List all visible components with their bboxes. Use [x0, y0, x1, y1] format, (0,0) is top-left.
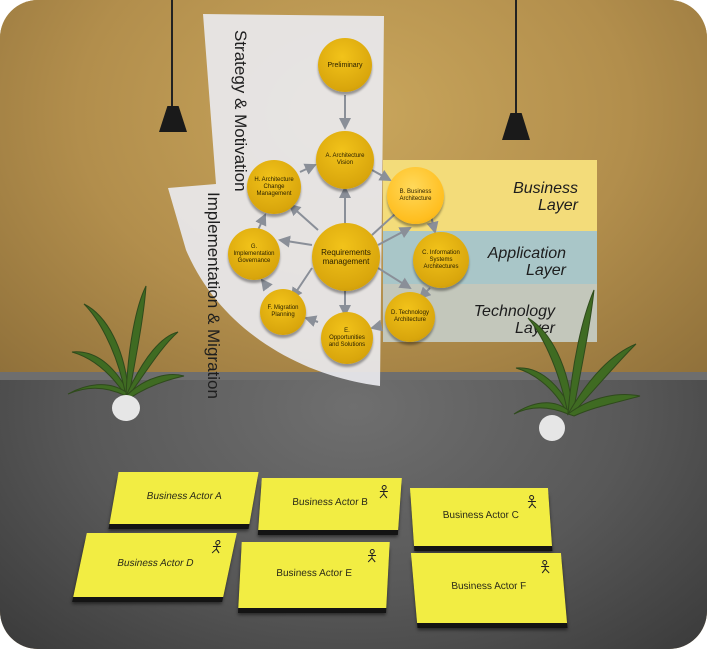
- business-actor-e-card[interactable]: Business Actor E: [238, 542, 390, 608]
- phase-a-architecture-vision[interactable]: A. Architecture Vision: [316, 131, 374, 189]
- requirements-management-node[interactable]: Requirements management: [312, 223, 380, 291]
- phase-f-migration-planning[interactable]: F. Migration Planning: [260, 289, 306, 335]
- business-actor-f-label: Business Actor F: [450, 581, 527, 592]
- stick-figure-icon: [367, 549, 377, 563]
- business-actor-a-card[interactable]: Business Actor A: [109, 472, 259, 524]
- potted-palm-icon: [67, 285, 185, 421]
- stick-figure-icon: [379, 485, 388, 499]
- stick-figure-icon: [211, 540, 222, 554]
- stick-figure-icon: [527, 495, 537, 509]
- lamp-cord-right: [515, 0, 517, 115]
- stick-figure-icon: [541, 560, 550, 574]
- phase-c-information-systems[interactable]: C. Information Systems Architectures: [413, 232, 469, 288]
- phase-e-opportunities-solutions[interactable]: E. Opportunities and Solutions: [321, 312, 373, 364]
- potted-palm-icon: [513, 289, 641, 441]
- business-actor-a-label: Business Actor A: [145, 491, 223, 502]
- lamp-cord-left: [171, 0, 173, 108]
- business-actor-b-card[interactable]: Business Actor B: [258, 478, 402, 530]
- business-actor-e-label: Business Actor E: [275, 568, 353, 579]
- business-actor-c-label: Business Actor C: [442, 510, 520, 521]
- business-actor-d-card[interactable]: Business Actor D: [73, 533, 237, 597]
- business-actor-c-card[interactable]: Business Actor C: [409, 488, 553, 546]
- business-actor-d-label: Business Actor D: [116, 558, 195, 569]
- phase-g-implementation-governance[interactable]: G. Implementation Governance: [228, 228, 280, 280]
- phase-d-technology-architecture[interactable]: D. Technology Architecture: [385, 292, 435, 342]
- phase-preliminary[interactable]: Preliminary: [318, 38, 372, 92]
- phase-h-architecture-change[interactable]: H. Architecture Change Management: [247, 160, 301, 214]
- business-actor-f-card[interactable]: Business Actor F: [410, 553, 568, 623]
- phase-b-business-architecture[interactable]: B. Business Architecture: [387, 167, 444, 224]
